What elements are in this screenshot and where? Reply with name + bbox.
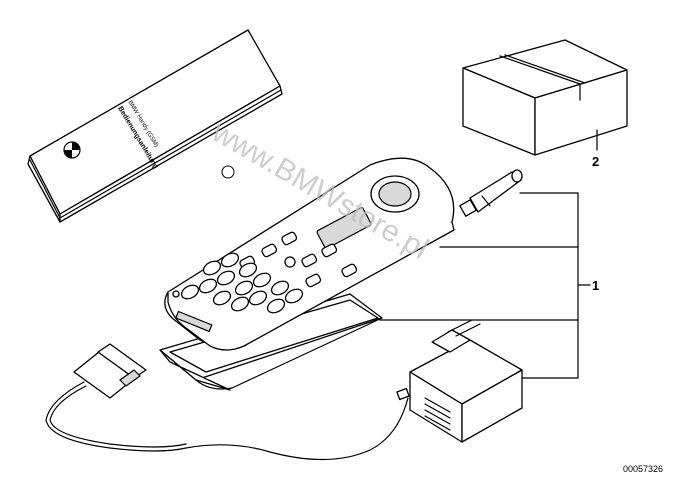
cable-plug [73,343,147,399]
charger-vents [424,397,451,431]
diagram-code: 00057326 [623,464,663,474]
keypad [180,231,358,314]
data-cable [45,343,410,461]
manual-emblem-icon [221,165,235,179]
charger [409,319,523,443]
callout-lines-1 [379,192,591,379]
manual-booklet: Bedienungsanleitung BMW Handy (GSM) [27,29,283,223]
callout-1: 1 [592,278,599,293]
battery-pack [159,293,383,391]
handset [164,157,455,351]
antenna [459,169,523,217]
display-screen [316,207,372,249]
callout-2: 2 [592,154,599,169]
connector-port [175,310,213,333]
packaging-box [462,39,628,156]
